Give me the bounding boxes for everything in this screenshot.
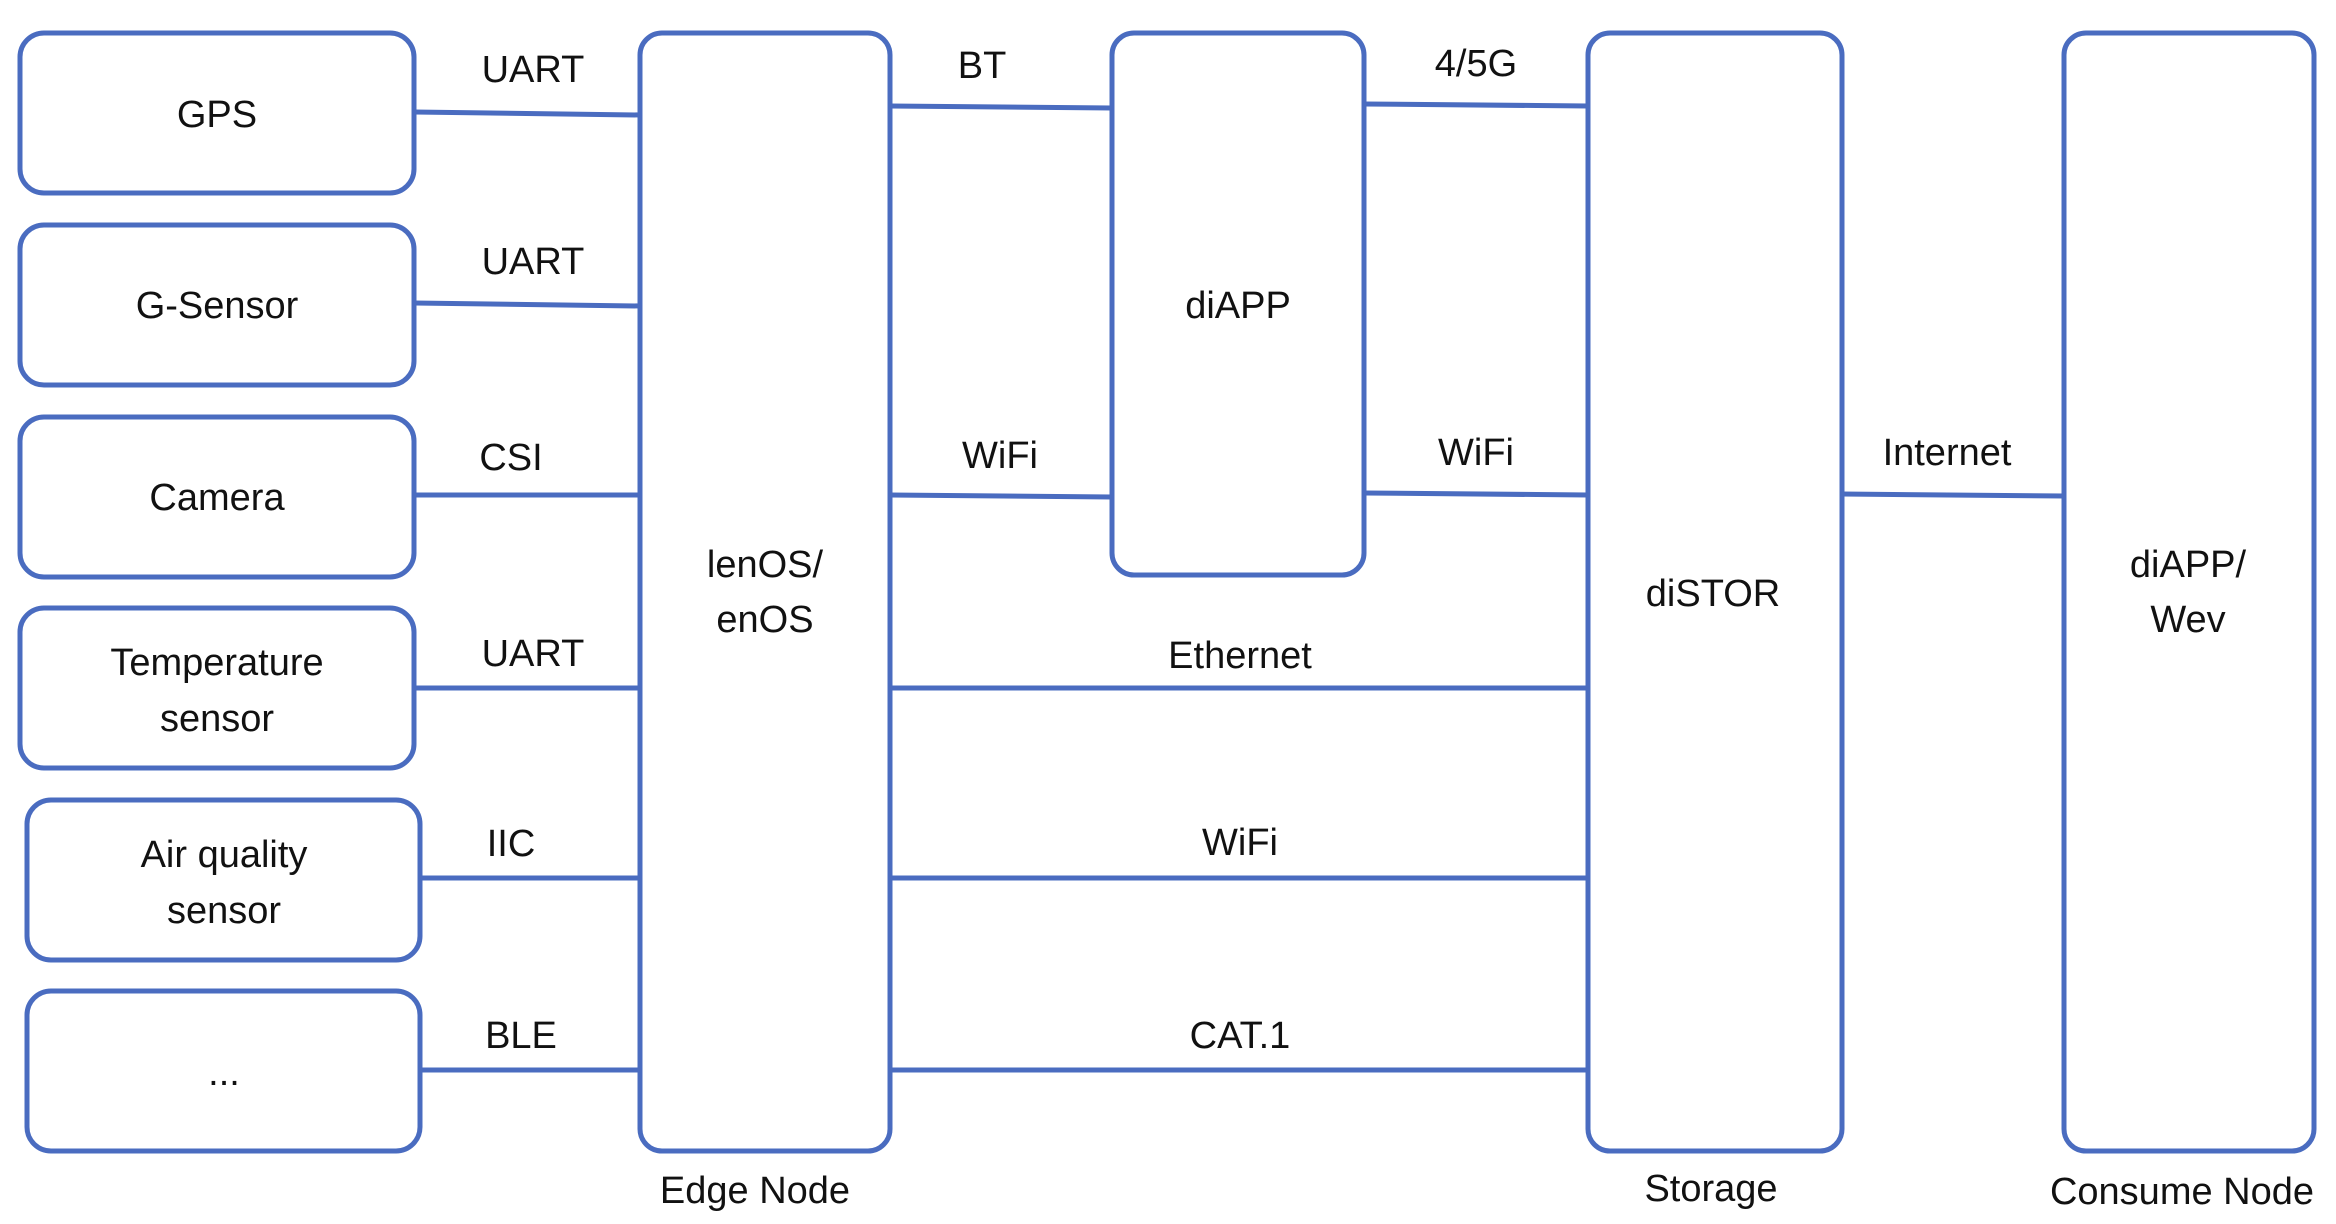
consume-node-caption: Consume Node: [2050, 1171, 2314, 1213]
sensor-box-gsensor: G-Sensor: [17, 222, 417, 388]
sensor-label: ...: [208, 1052, 240, 1094]
link-label-edge-storage-wifi: WiFi: [1202, 822, 1278, 864]
edge-node-caption: Edge Node: [660, 1170, 850, 1212]
link-label-internet: Internet: [1883, 432, 2012, 474]
edge-node: lenOS/ enOS Edge Node: [637, 30, 893, 1212]
sensor-box-temperature: Temperature sensor: [17, 605, 417, 771]
consume-node-label-line1: diAPP/: [2130, 544, 2247, 586]
link-storage-consume: [1841, 491, 2065, 499]
edge-node-label-line1: lenOS/: [707, 544, 824, 586]
consume-node: diAPP/ Wev Consume Node: [2050, 30, 2317, 1213]
link-gps-edge: [413, 109, 641, 118]
link-label-camera: CSI: [479, 437, 542, 479]
sensor-label-line1: Temperature: [110, 642, 323, 684]
diapp-node: diAPP: [1109, 30, 1367, 578]
upper-link-labels: BT WiFi 4/5G WiFi: [958, 43, 1517, 477]
link-label-gps: UART: [482, 49, 585, 91]
sensor-link-labels: UART UART CSI UART IIC BLE: [479, 49, 584, 1057]
storage-label: diSTOR: [1646, 573, 1780, 615]
link-edge-diapp-wifi: [889, 492, 1113, 500]
sensor-box-airquality: Air quality sensor: [24, 797, 423, 963]
sensor-box-other: ...: [24, 988, 423, 1154]
sensor-box-gps: GPS: [17, 30, 417, 196]
link-gsensor-edge: [413, 300, 641, 309]
link-label-gsensor: UART: [482, 241, 585, 283]
sensor-boxes: GPS G-Sensor Camera Temperature sensor A…: [17, 30, 423, 1154]
sensor-box-camera: Camera: [17, 414, 417, 580]
link-diapp-storage-wifi: [1363, 490, 1589, 498]
link-label-diapp-storage-wifi: WiFi: [1438, 432, 1514, 474]
link-label-cat1: CAT.1: [1190, 1015, 1291, 1057]
diapp-label: diAPP: [1185, 285, 1291, 327]
link-label-other: BLE: [485, 1015, 557, 1057]
link-label-airquality: IIC: [487, 823, 536, 865]
storage-caption: Storage: [1644, 1168, 1777, 1210]
link-label-edge-diapp-wifi: WiFi: [962, 435, 1038, 477]
sensor-label: Camera: [149, 477, 285, 519]
sensor-label-line2: sensor: [167, 890, 281, 932]
lower-link-labels: Ethernet WiFi CAT.1: [1168, 635, 1312, 1057]
sensor-label: GPS: [177, 94, 257, 136]
link-edge-diapp-bt: [889, 103, 1113, 111]
storage-node: diSTOR Storage: [1585, 30, 1845, 1210]
link-label-bt: BT: [958, 45, 1007, 87]
consume-node-label-line2: Wev: [2150, 599, 2225, 641]
link-label-ethernet: Ethernet: [1168, 635, 1312, 677]
sensor-label-line1: Air quality: [141, 834, 308, 876]
connectors: [413, 101, 2065, 1073]
sensor-label: G-Sensor: [136, 285, 299, 327]
link-label-temperature: UART: [482, 633, 585, 675]
link-label-45g: 4/5G: [1435, 43, 1517, 85]
link-diapp-storage-45g: [1363, 101, 1589, 109]
edge-node-label-line2: enOS: [716, 599, 813, 641]
sensor-label-line2: sensor: [160, 698, 274, 740]
